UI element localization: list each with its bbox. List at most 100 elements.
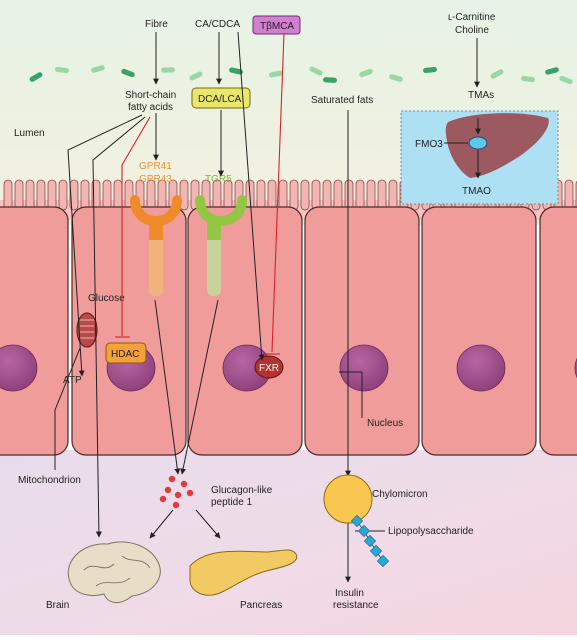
glp1-dot (174, 491, 182, 499)
microvillus (102, 179, 112, 211)
tbmca-box (252, 15, 301, 35)
microvillus (25, 179, 35, 211)
cell-nucleus (339, 344, 389, 392)
bacterium-icon (121, 68, 135, 78)
microvillus (564, 179, 574, 211)
tgr5-label: TGR5 (205, 174, 232, 185)
brain-label: Brain (46, 600, 69, 611)
l-carnitine-label: ʟ-Carnitine (448, 12, 496, 23)
lps-unit (363, 534, 377, 548)
microvillus (300, 179, 310, 211)
choline-label: Choline (455, 25, 489, 36)
pathway-arrows (54, 31, 480, 583)
glp1-dot (159, 495, 167, 503)
microvillus (69, 179, 79, 211)
lps-unit (369, 544, 383, 558)
lps-unit (350, 514, 364, 528)
microvillus (267, 179, 277, 211)
chylomicron-label: Chylomicron (372, 489, 428, 500)
glucose-label: Glucose (88, 293, 125, 304)
liver-panel: FMO3 TMAO (400, 110, 559, 205)
dca-lca-box (191, 87, 251, 109)
microvillus (179, 179, 189, 211)
fmo3-label: FMO3 (415, 139, 443, 150)
bacterium-icon (423, 66, 437, 74)
bacterium-icon (309, 66, 323, 76)
mitochondrion-icon (76, 312, 98, 348)
bacterium-icon (189, 71, 203, 81)
gpr43-label: GPR43 (139, 174, 172, 185)
microvillus (47, 179, 57, 211)
glp1-particles (159, 475, 194, 509)
epithelial-cell (421, 206, 537, 456)
bacterium-icon (389, 74, 403, 82)
bacterium-icon (161, 67, 175, 73)
bacterium-icon (323, 77, 337, 83)
lumen-label: Lumen (14, 128, 45, 139)
epithelial-cell (0, 206, 69, 456)
bacterium-icon (359, 68, 373, 78)
glp1-dot (180, 480, 188, 488)
microvillus (278, 179, 288, 211)
fibre-label: Fibre (145, 19, 168, 30)
inhibition-lines (115, 32, 285, 355)
microvillus (388, 179, 398, 211)
glp1-label-line1: Glucagon-like (211, 485, 273, 496)
glp1-dot (168, 475, 176, 483)
microvillus (256, 179, 266, 211)
bacterium-icon (29, 72, 43, 82)
microvillus (36, 179, 46, 211)
hdac-label: HDAC (111, 349, 139, 360)
tgr5-receptor (195, 195, 247, 296)
bacterium-icon (521, 75, 535, 83)
hdac-box (105, 342, 147, 364)
brain-icon (67, 541, 161, 603)
glp1-label-line2: peptide 1 (211, 497, 253, 508)
bacterium-icon (55, 66, 69, 74)
insulin-resistance-label-line2: resistance (333, 600, 379, 611)
microvillus (377, 179, 387, 211)
tbmca-label: TβMCA (260, 21, 294, 32)
bacterium-icon (91, 65, 105, 73)
epithelial-cell (187, 206, 303, 456)
microvillus (355, 179, 365, 211)
microvillus (289, 179, 299, 211)
scfa-label-line2: fatty acids (128, 102, 173, 113)
gut-bacteria (29, 65, 573, 85)
bacterium-icon (229, 67, 243, 75)
liver-icon (445, 113, 549, 178)
bacterium-icon (269, 70, 283, 78)
microvillus (322, 179, 332, 211)
microvillus (3, 179, 13, 211)
tmas-label: TMAs (468, 90, 494, 101)
microvillus (14, 179, 24, 211)
fxr-receptor (254, 355, 284, 379)
cell-nucleus (456, 344, 506, 392)
glp1-dot (172, 501, 180, 509)
glp1-dot (186, 489, 194, 497)
atp-label: ATP (63, 375, 82, 386)
microvillus (344, 179, 354, 211)
scfa-label-line1: Short-chain (125, 90, 176, 101)
bacterium-icon (559, 75, 573, 85)
ca-cdca-label: CA/CDCA (195, 19, 240, 30)
epithelial-cell (304, 206, 420, 456)
chylomicron-particle (323, 474, 373, 524)
submucosa-background (0, 450, 577, 635)
pancreas-icon (189, 549, 298, 596)
lps-unit (376, 554, 390, 568)
cell-nucleus (0, 344, 38, 392)
fmo3-enzyme (468, 136, 488, 150)
pancreas-label: Pancreas (240, 600, 282, 611)
lipopolysaccharide-chain (350, 514, 390, 568)
microvillus (311, 179, 321, 211)
mitochondrion-label: Mitochondrion (18, 475, 81, 486)
tmao-label: TMAO (462, 186, 491, 197)
microvillus (58, 179, 68, 211)
insulin-resistance-label-line1: Insulin (335, 588, 364, 599)
dca-lca-label: DCA/LCA (198, 94, 242, 105)
epithelial-cell (539, 206, 577, 456)
microvillus (366, 179, 376, 211)
